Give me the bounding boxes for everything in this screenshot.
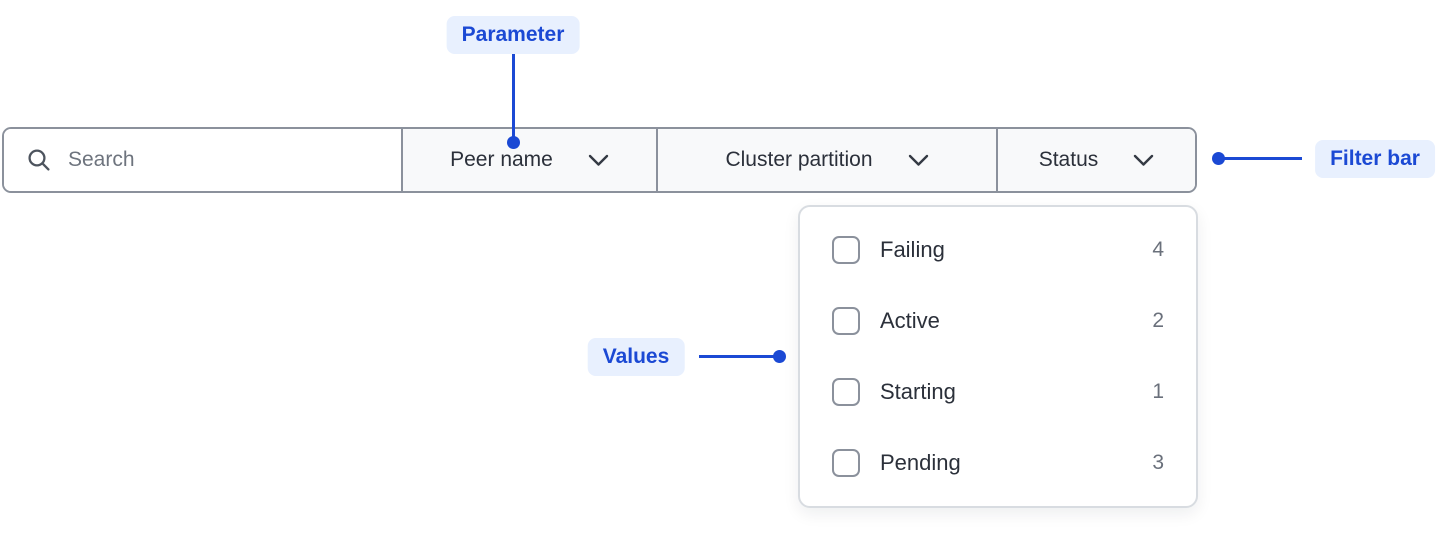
option-label: Pending [880,450,961,476]
dropdown-status[interactable]: Status [996,129,1195,191]
parameter-annotation-dot [507,136,520,149]
option-label: Failing [880,236,945,262]
failing-checkbox[interactable] [832,235,860,264]
status-option-pending[interactable]: Pending 3 [800,428,1196,499]
parameter-annotation-badge: Parameter [446,16,580,54]
dropdown-peer-name-label: Peer name [450,148,553,171]
chevron-down-icon [588,154,609,166]
option-label: Starting [880,379,956,405]
filter-bar: Peer name Cluster partition Status [2,127,1197,193]
filter-bar-annotation-dot [1212,152,1225,165]
dropdown-status-label: Status [1038,148,1099,171]
active-checkbox[interactable] [832,306,860,335]
dropdown-peer-name[interactable]: Peer name [401,129,656,191]
values-annotation-badge: Values [587,338,685,376]
dropdown-cluster-partition[interactable]: Cluster partition [656,129,996,191]
option-count: 4 [1152,237,1164,261]
filter-bar-annotation-connector [1224,157,1302,160]
values-annotation-dot [773,350,786,363]
chevron-down-icon [908,154,928,166]
values-annotation-connector [699,355,775,358]
parameter-annotation-connector [512,54,515,138]
dropdown-cluster-partition-label: Cluster partition [725,148,873,171]
starting-checkbox[interactable] [832,378,860,407]
option-count: 2 [1152,308,1164,332]
status-option-failing[interactable]: Failing 4 [800,214,1196,285]
option-count: 1 [1152,380,1164,404]
search-icon [28,149,50,171]
pending-checkbox[interactable] [832,449,860,478]
option-label: Active [880,307,940,333]
chevron-down-icon [1134,154,1154,166]
search-field[interactable] [4,129,401,191]
filter-bar-annotation-badge: Filter bar [1315,140,1435,178]
status-dropdown-panel: Failing 4 Active 2 Starting 1 Pending 3 [798,205,1198,508]
status-option-starting[interactable]: Starting 1 [800,357,1196,428]
status-option-active[interactable]: Active 2 [800,285,1196,356]
option-count: 3 [1152,451,1164,475]
search-input[interactable] [68,148,391,172]
